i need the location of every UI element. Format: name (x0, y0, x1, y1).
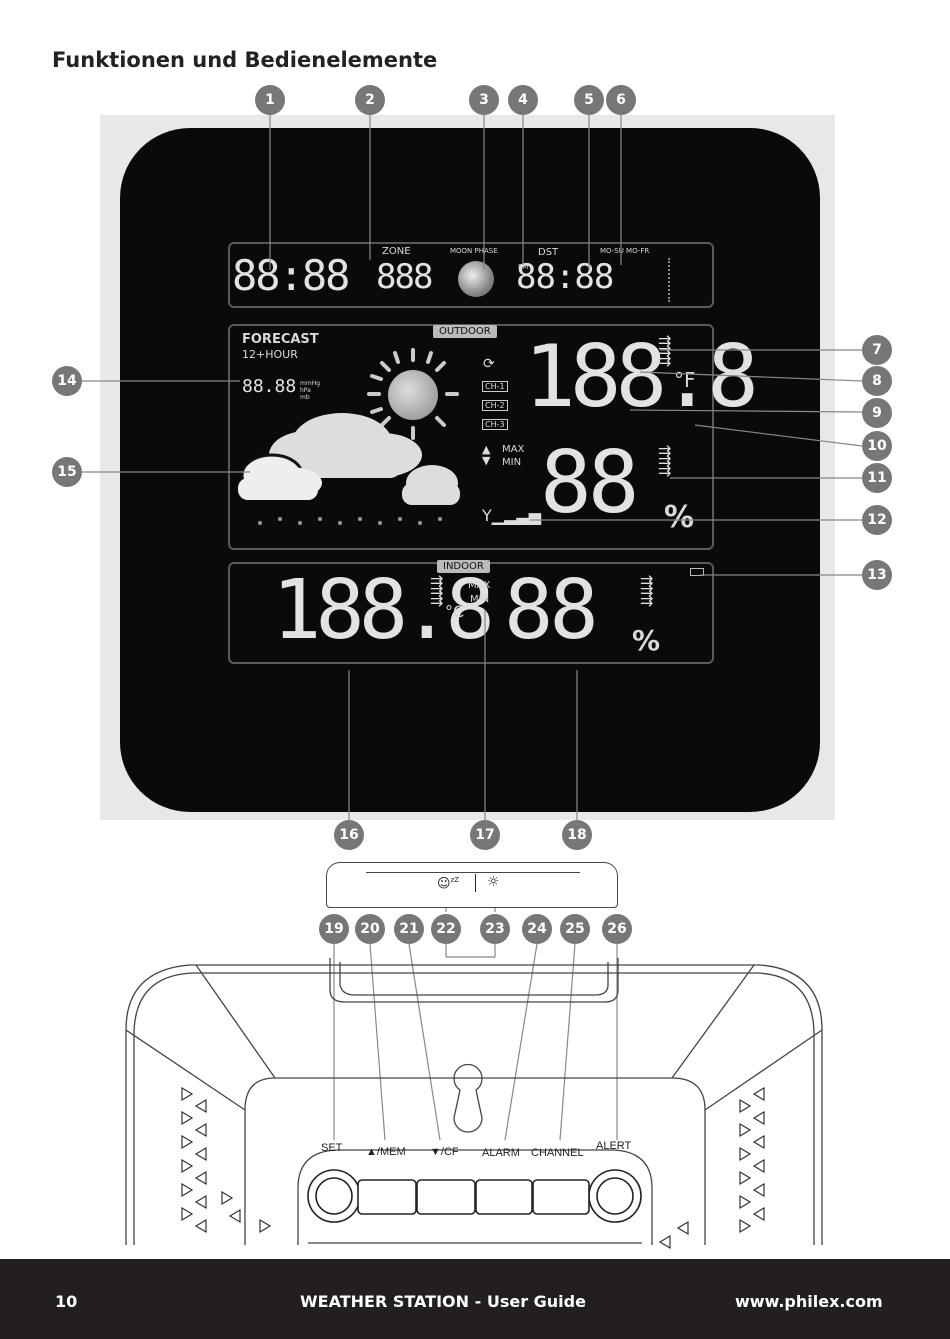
page-number: 10 (55, 1292, 78, 1311)
outdoor-humidity-unit: % (664, 500, 695, 535)
outdoor-max-label: MAX (502, 444, 525, 455)
snooze-icon: ☺zZ (437, 876, 460, 892)
alarm-button-label: ALARM (482, 1147, 520, 1159)
callout-20: 20 (355, 914, 385, 944)
battery-icon (690, 568, 704, 576)
outdoor-humidity-digits: 88 (540, 433, 640, 533)
callout-15: 15 (52, 457, 82, 487)
light-icon: ☼ (487, 874, 500, 890)
dst-label: DST (538, 247, 559, 258)
page-footer: 10 WEATHER STATION - User Guide www.phil… (0, 1259, 950, 1339)
callout-24: 24 (522, 914, 552, 944)
sun-icon (388, 370, 438, 420)
housing-back-drawing (125, 958, 823, 1250)
callout-17: 17 (470, 820, 500, 850)
outdoor-temp-digits: 188.8 (524, 327, 759, 427)
alert-button[interactable] (589, 1170, 641, 1222)
alert-button-label: ALERT (596, 1140, 632, 1152)
callout-9: 9 (862, 398, 892, 428)
guide-title: WEATHER STATION - User Guide (300, 1292, 586, 1311)
indoor-max-label: MAX (468, 580, 491, 591)
channel-2-box: CH-2 (482, 400, 508, 411)
callout-25: 25 (560, 914, 590, 944)
indoor-humidity-digits: 88 (504, 563, 599, 658)
cloud-icon (238, 413, 460, 525)
snooze-light-divider (475, 874, 476, 892)
pressure-units: mmHg hPa mb (300, 380, 321, 401)
channel-3-box: CH-3 (482, 419, 508, 430)
indoor-humidity-unit: % (632, 624, 661, 657)
callout-13: 13 (862, 560, 892, 590)
channel-1-box: CH-1 (482, 381, 508, 392)
cf-button-label: ▼/CF (430, 1146, 459, 1158)
callout-4: 4 (508, 85, 538, 115)
callout-18: 18 (562, 820, 592, 850)
callout-5: 5 (574, 85, 604, 115)
callout-2: 2 (355, 85, 385, 115)
channel-button[interactable] (533, 1180, 589, 1214)
callout-3: 3 (469, 85, 499, 115)
pm-label: PM (518, 263, 529, 271)
max-min-arrows-icon: ▲▼ (482, 443, 491, 467)
date-labels: MO-SU MO-FR (600, 247, 650, 255)
indoor-temp-trend-arrows-icon: ⇉⇉⇉ (430, 571, 444, 610)
forecast-sub-label: 12+HOUR (242, 348, 298, 361)
set-button[interactable] (308, 1170, 360, 1222)
callout-16: 16 (334, 820, 364, 850)
clock-digits: 88:88 (516, 257, 614, 297)
zone-digits: 888 (376, 257, 433, 297)
callout-14: 14 (52, 366, 82, 396)
website: www.philex.com (735, 1292, 883, 1311)
set-button-label: SET (321, 1142, 343, 1154)
channel-button-label: CHANNEL (531, 1147, 584, 1159)
snooze-light-bar-inner-line (366, 872, 580, 873)
weather-station-display: 88:88 ZONE 888 MOON PHASE DST PM 88:88 M… (120, 128, 820, 812)
callout-21: 21 (394, 914, 424, 944)
callout-11: 11 (862, 463, 892, 493)
callout-7: 7 (862, 335, 892, 365)
callout-22: 22 (431, 914, 461, 944)
callout-23: 23 (480, 914, 510, 944)
outdoor-min-label: MIN (502, 457, 522, 468)
indoor-min-label: MIN (470, 594, 490, 605)
callout-8: 8 (862, 366, 892, 396)
callout-10: 10 (862, 431, 892, 461)
time-digits: 88:88 (232, 251, 350, 300)
mem-button[interactable] (358, 1180, 416, 1214)
cf-button[interactable] (417, 1180, 475, 1214)
top-lcd-panel (228, 242, 714, 308)
callout-6: 6 (606, 85, 636, 115)
snooze-light-bar[interactable] (326, 862, 618, 908)
callout-26: 26 (602, 914, 632, 944)
mem-button-label: ▲/MEM (366, 1146, 406, 1158)
pressure-digits: 88.88 (242, 376, 297, 397)
callout-19: 19 (319, 914, 349, 944)
moon-phase-label: MOON PHASE (450, 247, 498, 255)
moon-phase-icon (458, 261, 494, 297)
zone-label: ZONE (382, 246, 411, 257)
indoor-tag: INDOOR (437, 560, 490, 573)
sun-rays-icon (367, 348, 459, 440)
forecast-label: FORECAST (242, 332, 319, 347)
alarm-button[interactable] (476, 1180, 532, 1214)
indoor-humidity-trend-arrows-icon: ⇉⇉⇉ (640, 571, 654, 610)
alarm-indicator-icons (668, 258, 704, 302)
outdoor-tag: OUTDOOR (433, 325, 497, 338)
channel-cycle-icon: ⟳ (483, 356, 495, 372)
callout-1: 1 (255, 85, 285, 115)
callout-12: 12 (862, 505, 892, 535)
indoor-temp-unit: °C (445, 602, 465, 621)
humidity-trend-arrows-icon: ⇉⇉⇉ (658, 441, 672, 480)
indoor-temp-digits: 188.8 (272, 563, 495, 658)
page-title: Funktionen und Bedienelemente (52, 48, 438, 72)
signal-strength-icon: Y▁▂▃▅ (482, 506, 541, 525)
